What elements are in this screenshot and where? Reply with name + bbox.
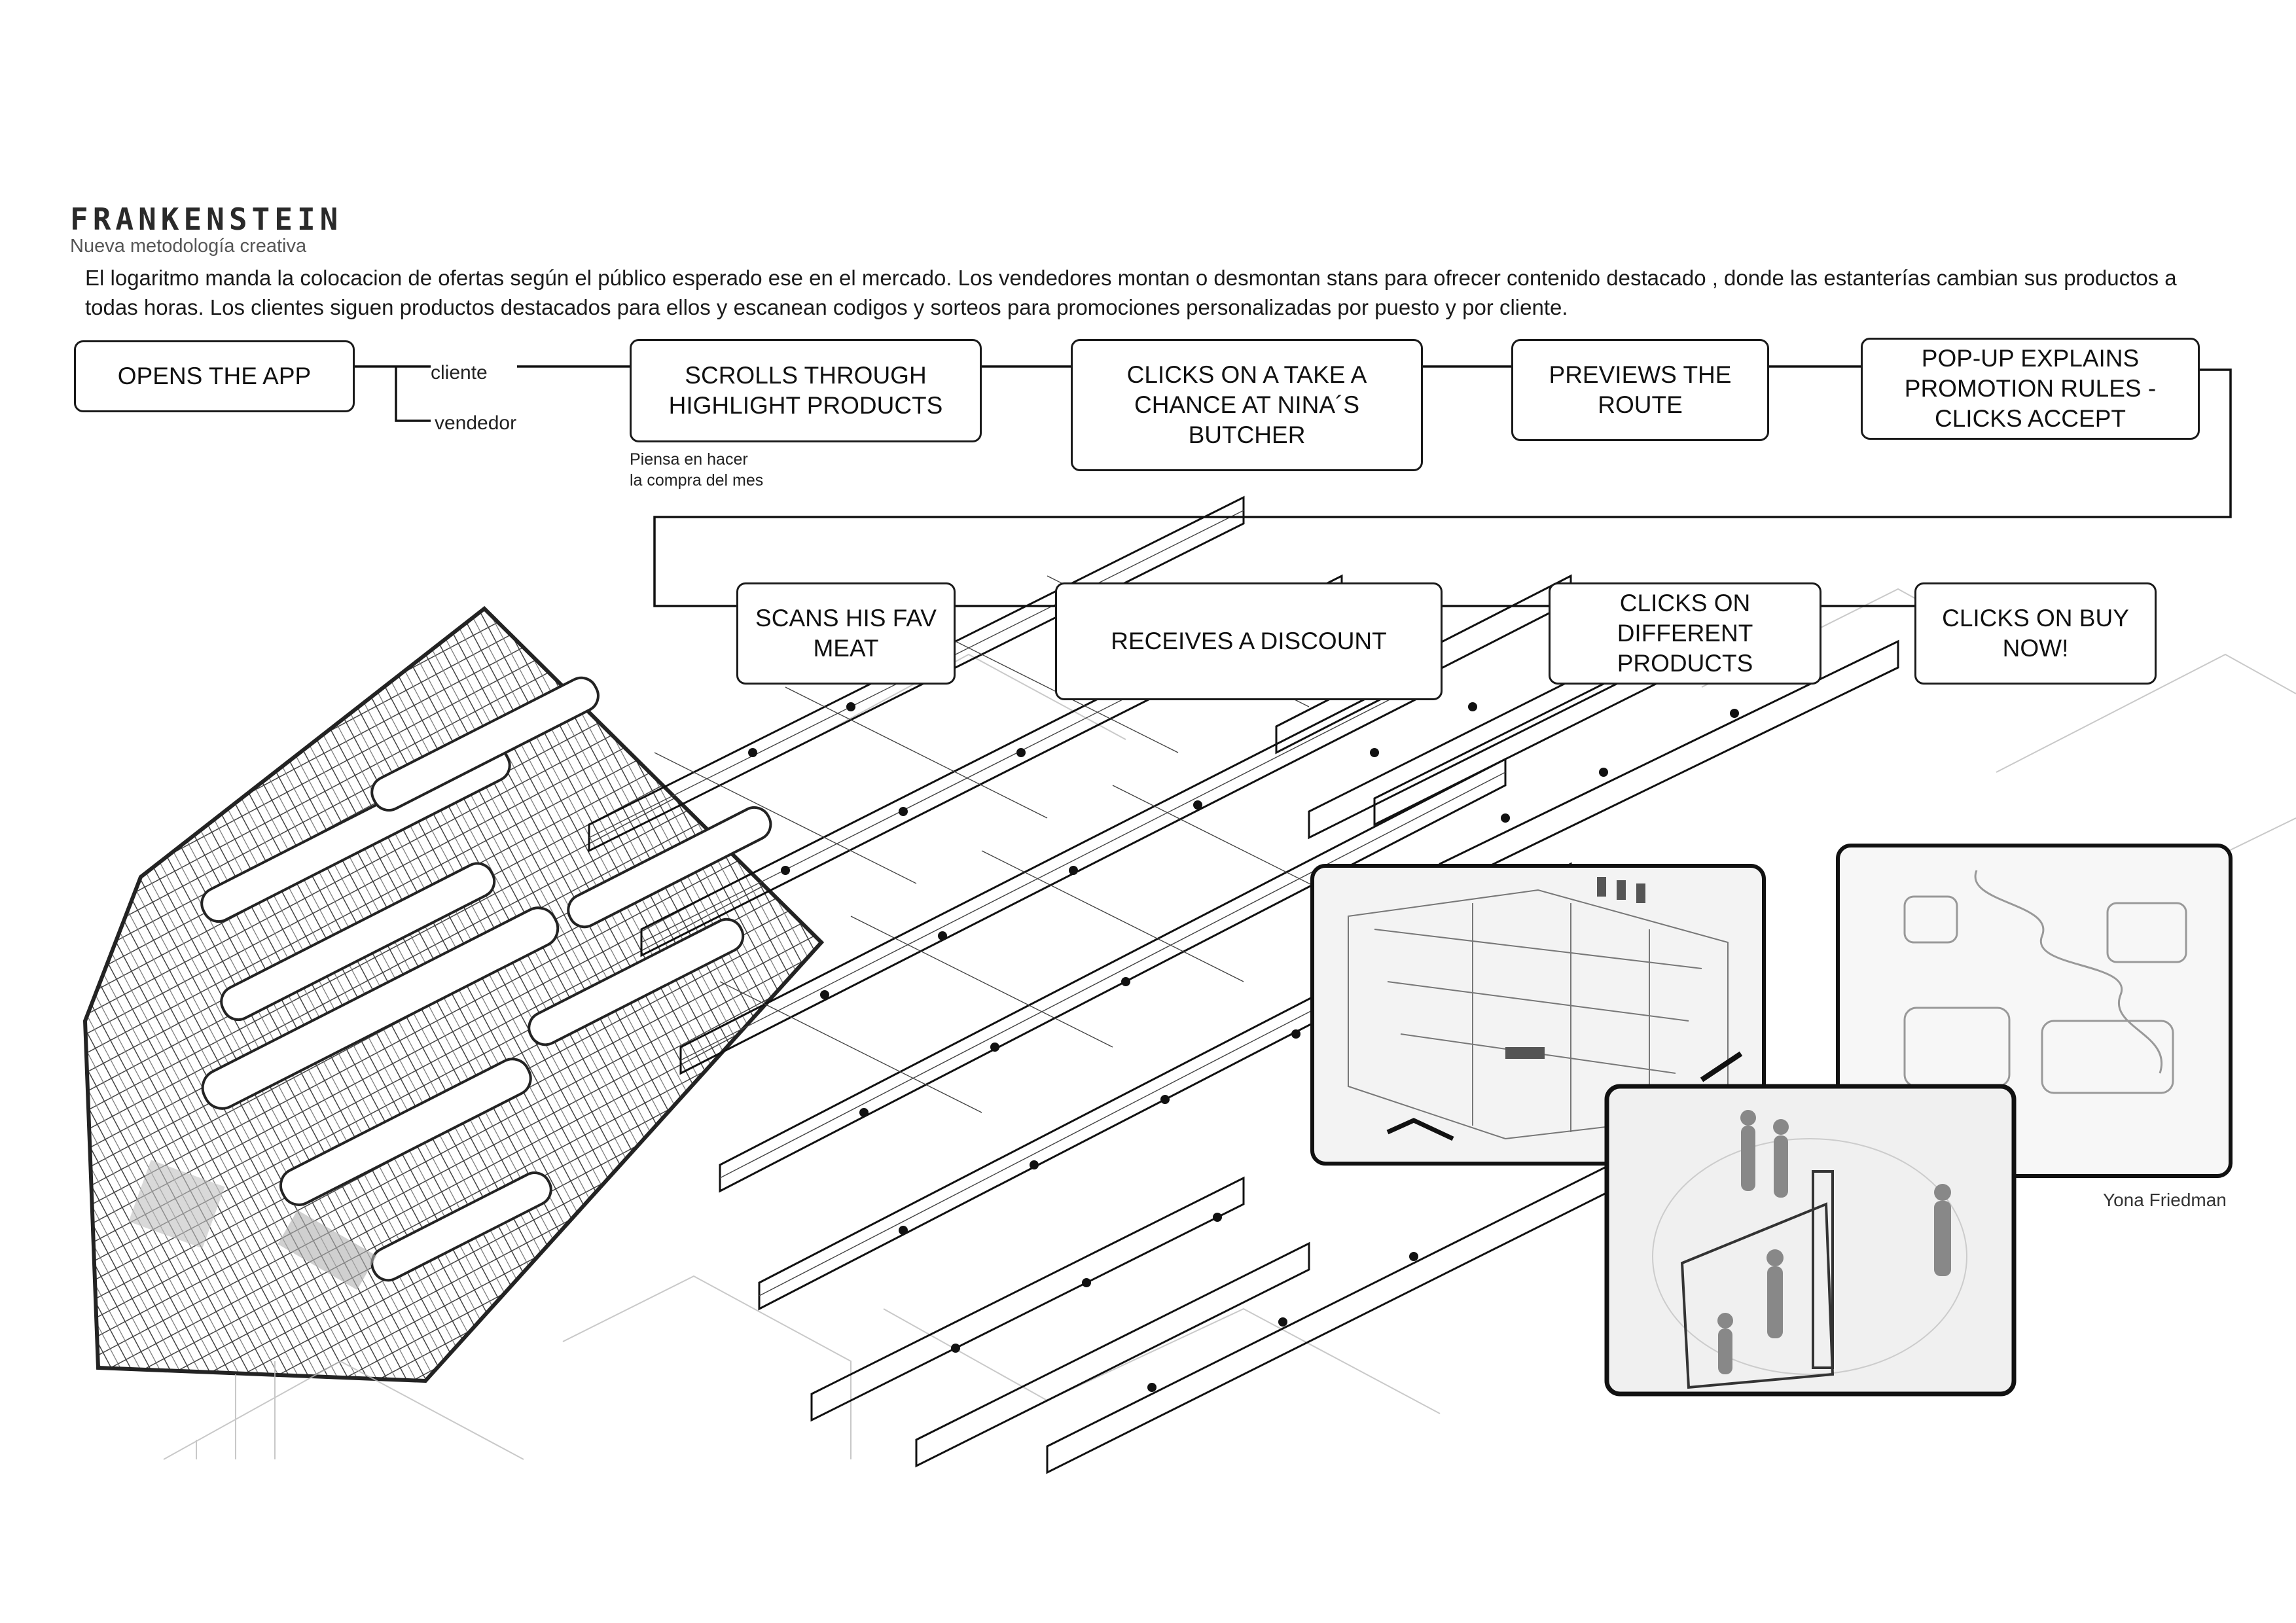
step-receives-discount: RECEIVES A DISCOUNT	[1055, 582, 1443, 700]
branch-label-vendedor: vendedor	[435, 412, 516, 435]
step-opens-app: OPENS THE APP	[74, 340, 355, 412]
step-previews-route: PREVIEWS THE ROUTE	[1511, 339, 1769, 441]
step-scans-fav-meat: SCANS HIS FAV MEAT	[736, 582, 956, 685]
step-popup-promotion-rules: POP-UP EXPLAINS PROMOTION RULES - CLICKS…	[1861, 338, 2200, 440]
step-scrolls-highlight-products: SCROLLS THROUGH HIGHLIGHT PRODUCTS	[630, 339, 982, 442]
project-description: El logaritmo manda la colocacion de ofer…	[85, 263, 2212, 322]
project-title: FRANKENSTEIN	[70, 202, 342, 237]
step-take-a-chance: CLICKS ON A TAKE A CHANCE AT NINA´S BUTC…	[1071, 339, 1423, 471]
detail-frame-people	[1607, 1086, 2014, 1394]
step-clicks-different-products: CLICKS ON DIFFERENT PRODUCTS	[1549, 582, 1821, 685]
note-monthly-shopping: Piensa en hacer la compra del mes	[630, 449, 763, 491]
project-subtitle: Nueva metodología creativa	[70, 236, 306, 257]
image-caption: Yona Friedman	[2103, 1190, 2227, 1211]
branch-label-cliente: cliente	[431, 362, 488, 384]
step-clicks-buy-now: CLICKS ON BUY NOW!	[1914, 582, 2157, 685]
roof-mesh	[85, 609, 821, 1381]
